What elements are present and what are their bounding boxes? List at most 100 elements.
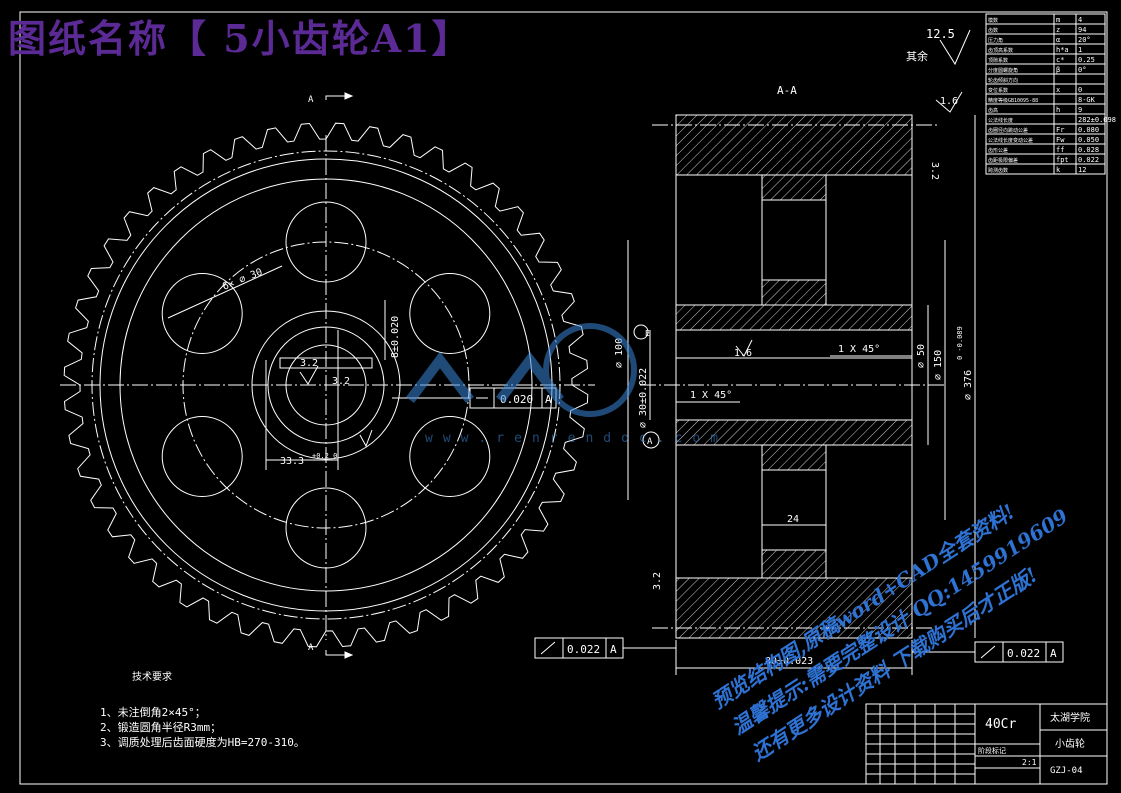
general-roughness-value: 12.5 xyxy=(926,27,955,41)
section-title: A-A xyxy=(777,84,797,97)
table-cell: β xyxy=(1056,66,1060,74)
stage-mark-label: 阶段标记 xyxy=(978,746,1006,755)
bore-gap xyxy=(675,329,913,421)
table-cell: 跨测齿数 xyxy=(988,167,1008,174)
title-block xyxy=(865,703,1108,785)
table-cell: 齿顶高系数 xyxy=(988,47,1013,54)
dim-d150-label: ∅ 150 xyxy=(933,350,944,380)
material-label: 40Cr xyxy=(985,717,1016,732)
table-cell: 12 xyxy=(1078,166,1086,174)
web-hole-top xyxy=(761,199,827,281)
table-cell: 公法线长度 xyxy=(988,117,1013,124)
top-roughness: 3.2 xyxy=(929,162,940,180)
web-hole-bottom xyxy=(761,469,827,551)
table-cell: fpt xyxy=(1056,156,1069,164)
note-item: 1、未注倒角2×45°； xyxy=(100,706,206,719)
rim-top xyxy=(675,114,913,176)
section-outline xyxy=(675,114,913,639)
table-cell: α xyxy=(1056,36,1060,44)
roughness-mark-bore xyxy=(299,365,319,385)
table-cell: x xyxy=(1056,86,1060,94)
hub-roughness: 1.6 xyxy=(734,348,752,359)
table-cell: k xyxy=(1056,166,1061,174)
logo-people xyxy=(406,351,564,403)
table-cell: 齿圈径向跳动公差 xyxy=(988,127,1028,134)
key-depth-tolerance: +0.2 0 xyxy=(312,452,337,460)
drawing-border xyxy=(19,11,1108,785)
table-cell: 齿距极限偏差 xyxy=(988,157,1018,164)
table-cell: Fw xyxy=(1056,136,1065,144)
table-cell: 压力角 xyxy=(988,37,1003,44)
chamfer-left-label: 1 X 45° xyxy=(690,390,732,401)
drawing-number-label: GZJ-04 xyxy=(1050,766,1083,776)
datum-circle xyxy=(642,431,660,449)
e-circle xyxy=(633,324,649,340)
table-cell: 20° xyxy=(1078,36,1091,44)
dim-d376-label: ∅ 376 xyxy=(963,370,974,400)
hub-top xyxy=(675,304,913,331)
roughness-general xyxy=(939,29,971,66)
part-name-label: 小齿轮 xyxy=(1055,737,1085,750)
general-roughness-label: 其余 xyxy=(906,49,928,63)
section-arrowhead-top xyxy=(344,92,354,100)
table-cell: 0.028 xyxy=(1078,146,1099,154)
runout-right-value: 0.022 xyxy=(1007,647,1040,660)
runout-left-datum: A xyxy=(610,643,617,656)
datum-ref: A xyxy=(545,393,552,406)
lightening-hole xyxy=(161,416,243,497)
notes-header: 技术要求 xyxy=(132,672,172,683)
renrendoc-logo: www.renrendoc.com xyxy=(406,323,718,446)
table-cell: 精度等级GB10095-88 xyxy=(988,97,1038,104)
roughness-mark-rim xyxy=(935,91,963,113)
datum-a-mark: A xyxy=(647,437,653,447)
table-cell: 0.080 xyxy=(1078,126,1099,134)
key-depth-dimension: 33.3 xyxy=(280,456,304,467)
table-cell: 齿数 xyxy=(988,27,998,34)
runout-left-value: 0.022 xyxy=(567,643,600,656)
table-cell: 齿高 xyxy=(988,107,998,114)
rim-bottom xyxy=(675,577,913,639)
e-mark: E xyxy=(645,329,650,338)
table-cell: h*a xyxy=(1056,46,1069,54)
table-cell: c* xyxy=(1056,56,1064,64)
section-arrow-top xyxy=(325,95,345,100)
rim-roughness: 1.6 xyxy=(940,96,958,107)
lightening-hole xyxy=(409,416,491,497)
runout-right-datum: A xyxy=(1050,647,1057,660)
bore-roughness: 3.2 xyxy=(300,358,318,369)
table-cell: 变位系数 xyxy=(988,87,1008,94)
title-block-grid xyxy=(866,704,975,784)
table-cell: m xyxy=(1056,16,1060,24)
lightening-hole xyxy=(409,273,491,354)
table-cell: 282±0.098 xyxy=(1078,116,1116,124)
section-view xyxy=(534,29,1064,675)
dim-d30-label: ∅ 30±0.022 xyxy=(638,368,649,428)
bottom-roughness: 3.2 xyxy=(652,572,663,590)
hub-bottom xyxy=(675,419,913,446)
table-cell: 0 xyxy=(1078,86,1082,94)
scale-label: 2:1 xyxy=(1022,758,1037,767)
holes-dimension: 6× ∅ 30 xyxy=(221,267,264,293)
table-cell: 顶隙系数 xyxy=(988,57,1008,64)
note-item: 3、调质处理后齿面硬度为HB=270-310。 xyxy=(100,736,305,749)
note-item: 2、锻造圆角半径R3mm； xyxy=(100,721,222,734)
table-cell: 模数 xyxy=(988,17,998,24)
runout-l-arrow xyxy=(540,641,556,655)
table-cell: 0.25 xyxy=(1078,56,1095,64)
table-cell: 轮齿倾斜方向 xyxy=(988,77,1018,84)
dim-d100-label: ∅ 100 xyxy=(614,338,625,368)
lightening-hole xyxy=(161,273,243,354)
section-arrowhead-bottom xyxy=(344,651,354,659)
chamfer-right-label: 1 X 45° xyxy=(838,344,880,355)
keyway xyxy=(279,357,373,369)
runout-r-arrow xyxy=(980,645,996,659)
technical-notes: 技术要求 1、未注倒角2×45°； 2、锻造圆角半径R3mm； 3、调质处理后齿… xyxy=(100,670,430,750)
table-cell: 9 xyxy=(1078,106,1082,114)
table-cell: z xyxy=(1056,26,1060,34)
w24-label: 24 xyxy=(787,514,799,525)
table-cell: 齿形公差 xyxy=(988,147,1008,154)
table-cell: 0.050 xyxy=(1078,136,1099,144)
table-cell: 94 xyxy=(1078,26,1086,34)
table-cell: 8-GK xyxy=(1078,96,1096,104)
